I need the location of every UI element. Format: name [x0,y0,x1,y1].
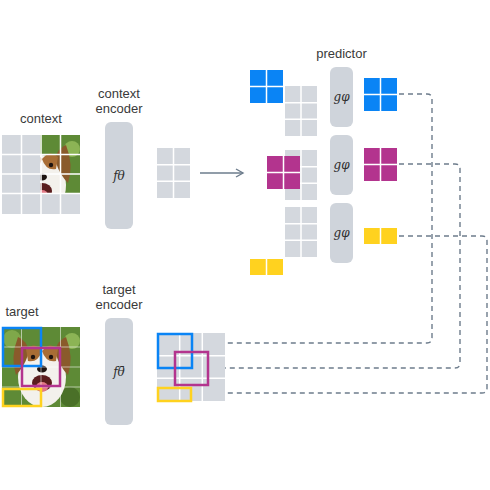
context-embedding-grid [157,148,190,198]
token-grid-lines [266,259,268,275]
target-image [2,327,80,407]
predicted-tokens [364,148,397,181]
masked-patches [2,135,80,214]
prediction-yellow [364,228,397,244]
embedding-cells [157,148,190,198]
box-heading: predictor [305,46,379,61]
embedding-grid-lines [157,333,225,401]
prediction-magenta [364,148,397,181]
dog-photo [2,327,80,407]
predicted-tokens [364,228,397,244]
predictor-box: gφ [330,203,353,263]
box-heading: target encoder [82,282,156,312]
image-label: target [5,304,38,319]
function-symbol: gφ [330,67,353,127]
mask-tokens-yellow [250,259,283,275]
context-tokens [285,86,317,136]
image-label: context [20,111,62,126]
target-block-magenta [22,348,60,386]
dog-photo [40,135,80,194]
dog-photo-crop [40,135,80,194]
patch-grid [2,135,80,214]
target-arrow-magenta [199,164,460,368]
flow-arrow [200,172,243,173]
token-grid-lines [285,86,317,136]
token-grid-lines [250,70,283,103]
function-symbol: gφ [330,203,353,263]
token-grid-lines [380,228,382,244]
encoder-box: target encoderfθ̄ [105,318,133,425]
context-image [2,135,80,215]
predictor-input-1 [250,70,317,136]
mask-tokens-magenta [267,156,300,189]
predicted-tokens [364,78,397,111]
embedding-grid-lines [157,148,190,198]
token-grid-lines [285,207,317,257]
box-heading: context encoder [82,86,156,116]
prediction-blue [364,78,397,111]
target-arrow-blue [199,94,432,343]
target-block-yellow [158,388,191,401]
patch-grid [2,327,80,407]
context-tokens [285,207,317,257]
encoder-box: context encoderfθ [105,122,133,229]
target-embedding-grid [157,333,225,401]
predictor-input-2 [267,150,317,200]
predictor-box: predictorgφ [330,67,353,127]
target-block-magenta [175,352,208,385]
mask-tokens-blue [250,70,283,103]
function-symbol: fθ [105,122,133,229]
function-symbol: fθ̄ [105,318,133,425]
function-symbol: gφ [330,135,353,195]
embedding-cells [157,333,225,401]
token-grid-lines [364,148,397,181]
token-grid-lines [267,156,300,189]
target-block-yellow [3,389,41,406]
token-grid-lines [364,78,397,111]
predictor-box: gφ [330,135,353,195]
predictor-input-3 [250,207,317,275]
